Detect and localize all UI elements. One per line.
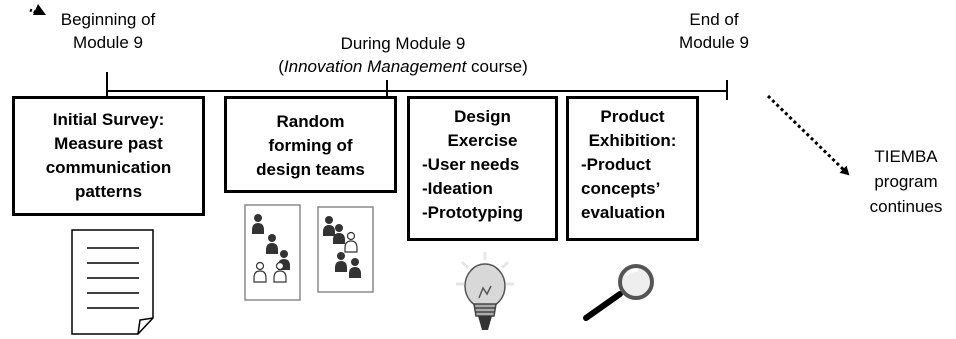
step2-line2: forming of xyxy=(268,136,353,155)
timeline-start-label: Beginning of Module 9 xyxy=(48,8,168,54)
end-label-line1: End of xyxy=(689,10,739,29)
step1-line4: patterns xyxy=(74,182,143,201)
continues-line2: program xyxy=(874,172,938,191)
step3-item3: -Prototyping xyxy=(422,203,524,222)
step-random-team-forming: Random forming of design teams xyxy=(224,96,397,193)
step-product-exhibition: Product Exhibition: -Product concepts’ e… xyxy=(566,96,699,241)
step4-item3: evaluation xyxy=(581,203,666,222)
mid-label-line2: (Innovation Management course) xyxy=(248,55,558,78)
step1-line2: Measure past xyxy=(54,134,163,153)
step3-item1: -User needs xyxy=(422,155,520,174)
step3-title2: Exercise xyxy=(447,131,518,150)
step2-line3: design teams xyxy=(256,160,365,179)
start-label-line2: Module 9 xyxy=(73,33,143,52)
step1-line1: Initial Survey: xyxy=(52,110,165,129)
step4-title2: Exhibition: xyxy=(588,131,677,150)
step4-item1: -Product xyxy=(581,155,651,174)
step4-title1: Product xyxy=(600,107,665,126)
step-initial-survey: Initial Survey: Measure past communicati… xyxy=(12,96,205,216)
mid-label-italic: Innovation Management xyxy=(283,57,467,76)
mid-label-line1: During Module 9 xyxy=(340,34,466,53)
step3-title1: Design xyxy=(454,107,511,126)
step2-line1: Random xyxy=(276,112,345,131)
step4-item2: concepts’ xyxy=(581,179,661,198)
step1-line3: communication xyxy=(45,158,172,177)
team-icon xyxy=(244,204,301,301)
continuation-arrow xyxy=(766,94,850,176)
timeline-mid-label: During Module 9 (Innovation Management c… xyxy=(248,32,558,78)
continues-line1: TIEMBA xyxy=(874,147,938,166)
continues-label: TIEMBA program continues xyxy=(856,144,956,219)
timeline-end-label: End of Module 9 xyxy=(664,8,764,54)
mid-label-open: ( xyxy=(278,57,284,76)
mid-label-rest: course) xyxy=(466,57,528,76)
magnifier-icon xyxy=(583,264,654,321)
lightbulb-icon xyxy=(456,252,514,330)
corner-arrow-head xyxy=(33,4,46,15)
end-label-line2: Module 9 xyxy=(679,33,749,52)
start-label-line1: Beginning of xyxy=(60,10,156,29)
team-icon-2 xyxy=(317,206,374,293)
continues-line3: continues xyxy=(869,197,943,216)
step-design-exercise: Design Exercise -User needs -Ideation -P… xyxy=(407,96,558,241)
document-icon xyxy=(71,229,154,335)
step3-item2: -Ideation xyxy=(422,179,493,198)
